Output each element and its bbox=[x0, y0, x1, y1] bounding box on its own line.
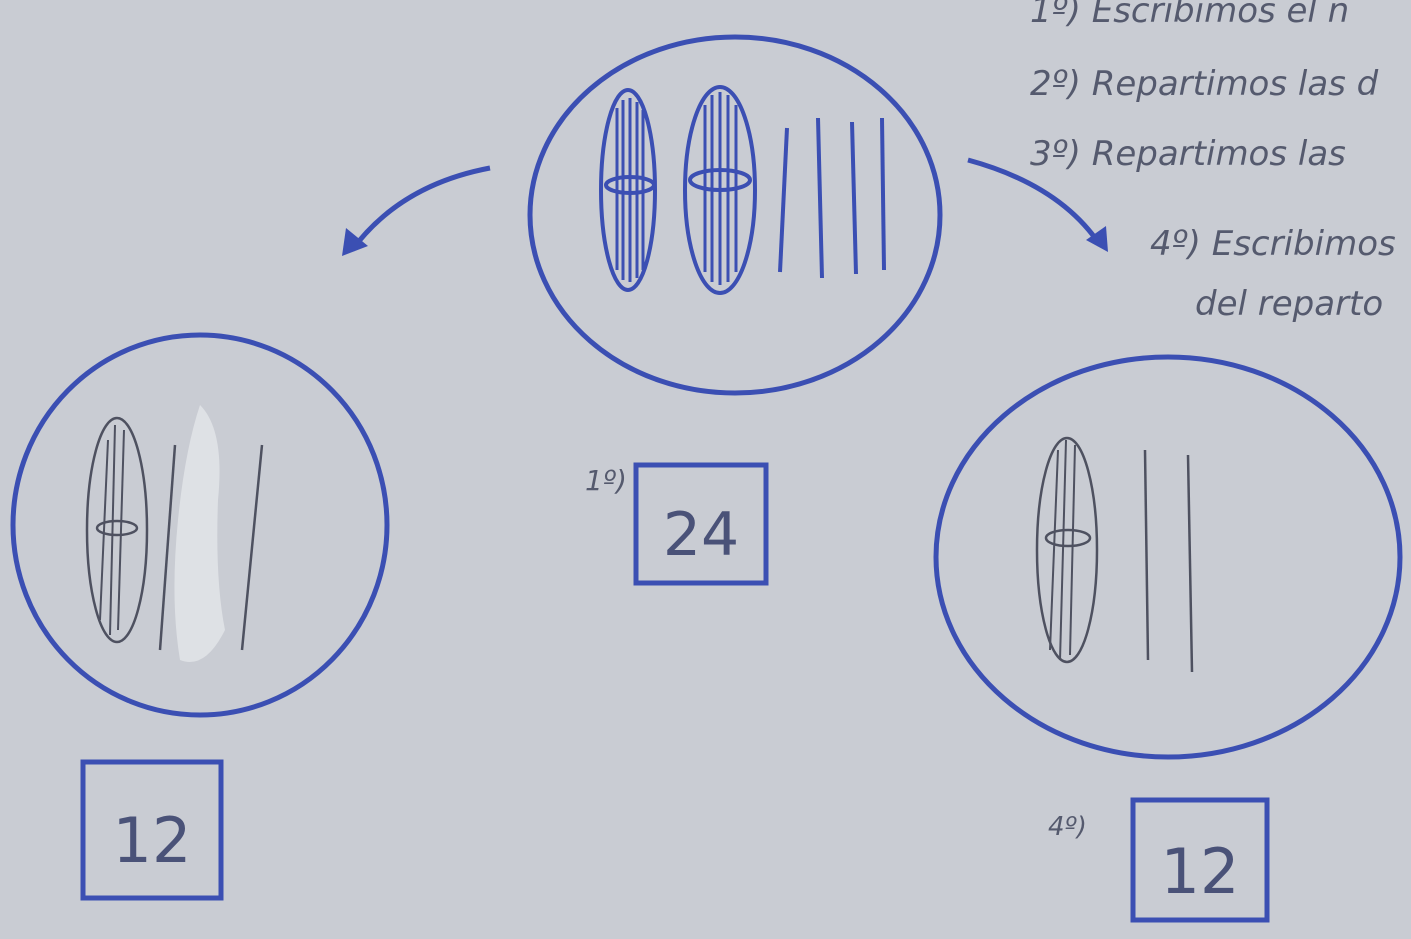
step-4-text-cont: del reparto bbox=[1195, 284, 1383, 324]
right-value: 12 bbox=[1161, 835, 1240, 908]
total-box-label: 1º) bbox=[585, 464, 627, 497]
left-value: 12 bbox=[113, 804, 192, 877]
step-2-text: 2º) Repartimos las d bbox=[1030, 64, 1379, 104]
step-1-text: 1º) Escribimos el n bbox=[1030, 0, 1349, 31]
right-box-label: 4º) bbox=[1048, 812, 1087, 842]
unit-stick bbox=[882, 118, 884, 270]
step-4-text: 4º) Escribimos bbox=[1150, 224, 1396, 264]
step-3-text: 3º) Repartimos las bbox=[1030, 134, 1346, 174]
total-value: 24 bbox=[663, 500, 739, 570]
